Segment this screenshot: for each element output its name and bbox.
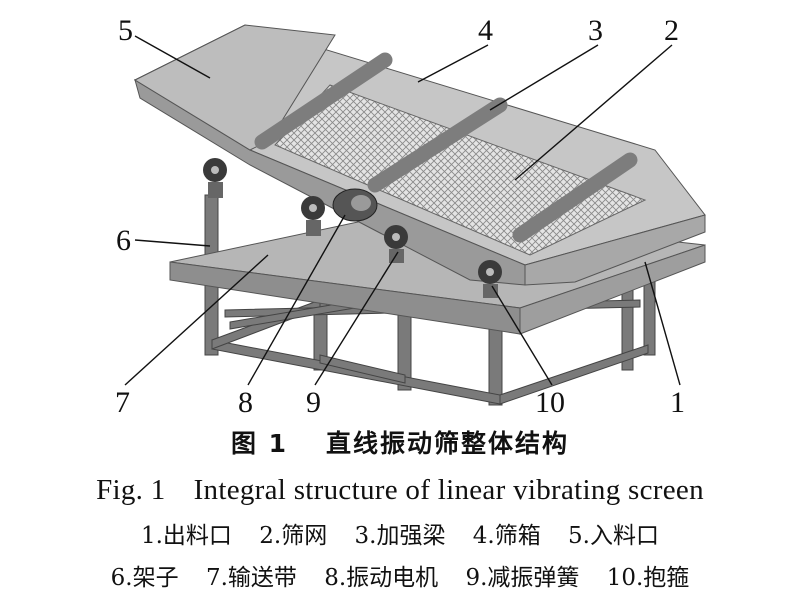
legend-item-outlet: 1.出料口 xyxy=(140,523,232,549)
screen-box-front-side xyxy=(134,78,526,286)
legend-item-screen-mesh: 2.筛网 xyxy=(259,523,328,549)
clamp xyxy=(203,158,227,182)
leader-1 xyxy=(644,261,681,386)
leader-10 xyxy=(491,285,553,386)
inlet-hopper xyxy=(133,24,336,151)
leader-3 xyxy=(489,44,599,111)
legend-item-damping-spring: 9.减振弹簧 xyxy=(465,565,580,591)
reinforcement-beams xyxy=(254,52,638,243)
vibration-motor-cap xyxy=(351,195,371,211)
screen-box-end-side xyxy=(524,214,706,286)
callout-label-4: 4 xyxy=(478,14,493,47)
legend-item-frame: 6.架子 xyxy=(110,565,179,591)
leader-6 xyxy=(134,239,211,247)
frame-base-rail xyxy=(499,344,649,405)
callout-leaders xyxy=(124,35,681,386)
damping-spring xyxy=(483,284,498,298)
callout-label-6: 6 xyxy=(116,224,131,257)
figure-title-chinese: 直线振动筛整体结构 xyxy=(326,429,570,458)
frame-base-rail xyxy=(211,299,321,350)
support-frame xyxy=(204,194,656,406)
damping-spring xyxy=(208,182,223,198)
callout-label-1: 1 xyxy=(670,386,685,419)
legend-item-inlet: 5.入料口 xyxy=(568,523,659,549)
leader-7 xyxy=(124,254,269,386)
leader-9 xyxy=(314,251,399,386)
legend-item-reinforcement-beam: 3.加强梁 xyxy=(354,523,446,549)
callout-label-9: 9 xyxy=(306,386,321,419)
clamp xyxy=(384,225,408,249)
clamp xyxy=(478,260,502,284)
legend-item-vibration-motor: 8.振动电机 xyxy=(324,565,439,591)
legend-item-clamp: 10.抱箍 xyxy=(606,565,690,591)
leader-2 xyxy=(514,44,673,181)
leader-8 xyxy=(247,214,346,386)
legend-item-conveyor-belt: 7.输送带 xyxy=(205,565,297,591)
reinforcement-beam xyxy=(254,52,393,150)
figure-caption-chinese: 图 1 直线振动筛整体结构 xyxy=(0,424,800,460)
legend-row-1: 1.出料口 2.筛网 3.加强梁 4.筛箱 5.入料口 xyxy=(0,516,800,550)
damping-spring xyxy=(306,220,321,236)
legend-row-2: 6.架子 7.输送带 8.振动电机 9.减振弹簧 10.抱箍 xyxy=(0,558,800,592)
callout-label-5: 5 xyxy=(118,14,133,47)
callout-label-7: 7 xyxy=(115,386,130,419)
callout-labels: 1 2 3 4 5 6 7 8 9 10 xyxy=(115,14,685,419)
vibration-motor xyxy=(332,188,378,222)
clamp xyxy=(301,196,325,220)
callout-label-8: 8 xyxy=(238,386,253,419)
figure-number-english: Fig. 1 xyxy=(96,474,166,506)
frame-base-rail xyxy=(319,354,406,384)
callout-label-3: 3 xyxy=(588,14,603,47)
clamp-and-spring-units xyxy=(203,158,502,298)
figure-number-chinese: 图 1 xyxy=(230,429,289,458)
figure-caption-english: Fig. 1 Integral structure of linear vibra… xyxy=(0,474,800,507)
reinforcement-beam xyxy=(367,97,508,193)
legend-item-screen-box: 4.筛箱 xyxy=(472,523,541,549)
figure-title-english: Integral structure of linear vibrating s… xyxy=(193,474,704,506)
leader-5 xyxy=(134,35,211,79)
callout-label-10: 10 xyxy=(535,386,565,419)
callout-label-2: 2 xyxy=(664,14,679,47)
damping-spring xyxy=(389,249,404,263)
reinforcement-beam xyxy=(512,152,638,243)
leader-4 xyxy=(417,44,489,83)
conveyor-belt-side xyxy=(519,244,706,335)
